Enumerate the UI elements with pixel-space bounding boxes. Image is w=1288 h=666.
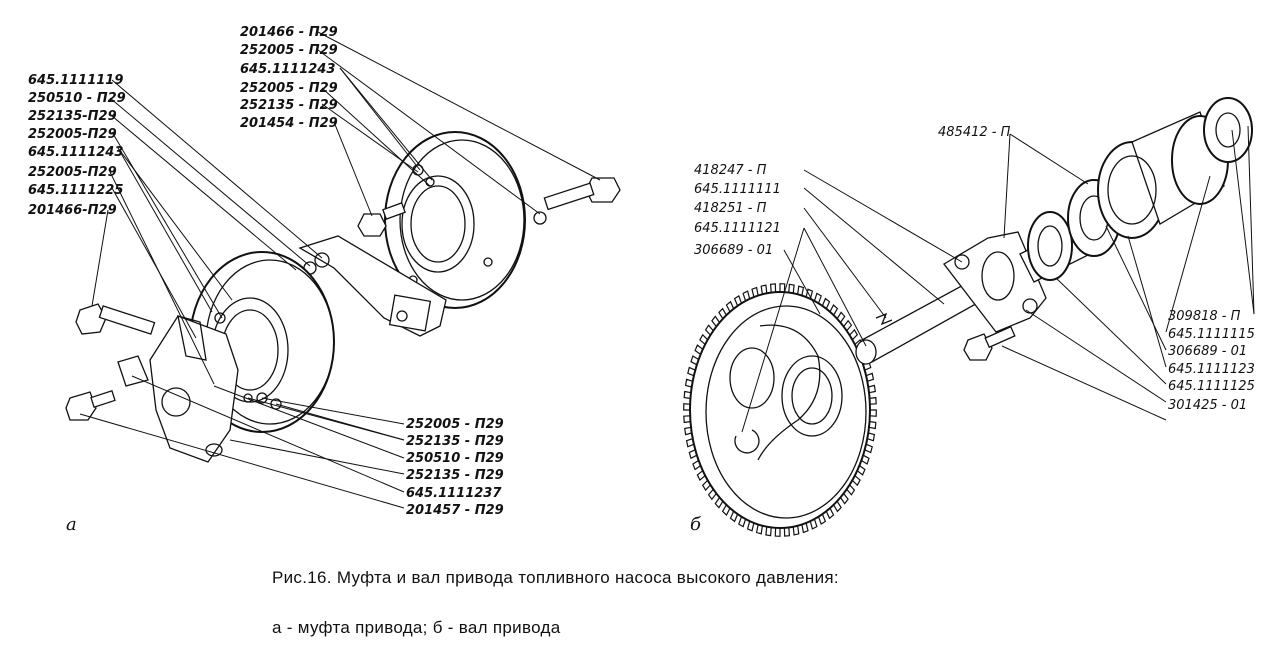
figure-caption-subtitle: а - муфта привода; б - вал привода [272,618,561,637]
gear-teeth [683,283,877,537]
callout-b-right-1: 309818 - П [1168,309,1241,324]
callout-a-left-3: 252135-П29 [28,109,117,124]
callout-a-top-4: 252005 - П29 [240,81,338,96]
callout-b-left-1: 418247 - П [694,163,767,178]
callout-b-right-6: 301425 - 01 [1168,398,1247,413]
coupling-leader-lines [79,31,601,509]
callout-a-top-5: 252135 - П29 [240,98,338,113]
shaft-leader-lines [741,125,1255,433]
shaft-callouts-left: 418247 - П 645.1111111 418251 - П 645.11… [694,163,781,258]
callout-a-bottom-6: 201457 - П29 [406,503,504,518]
coupling-drawing [65,131,621,463]
callout-a-left-7: 645.1111225 [28,183,123,198]
coupling-callouts-top: 201466 - П29 252005 - П29 645.1111243 25… [240,25,338,131]
shaft-drawing [683,97,1253,537]
callout-a-top-3: 645.1111243 [240,62,335,77]
callout-a-left-5: 645.1111243 [28,145,123,160]
callout-b-left-5: 306689 - 01 [694,243,773,258]
callout-a-top-1: 201466 - П29 [240,25,338,40]
callout-a-top-2: 252005 - П29 [240,43,338,58]
callout-a-bottom-1: 252005 - П29 [406,417,504,432]
callout-b-left-3: 418251 - П [694,201,767,216]
callout-a-bottom-4: 252135 - П29 [406,468,504,483]
callout-a-left-8: 201466-П29 [28,203,117,218]
subfigure-label-a: а [66,514,77,535]
callout-a-bottom-3: 250510 - П29 [406,451,504,466]
callout-b-right-3: 306689 - 01 [1168,344,1247,359]
callout-a-bottom-2: 252135 - П29 [406,434,504,449]
callout-b-right-5: 645.1111125 [1168,379,1255,394]
callout-b-right-4: 645.1111123 [1168,362,1255,377]
coupling-callouts-bottom: 252005 - П29 252135 - П29 250510 - П29 2… [406,417,504,518]
callout-b-left-2: 645.1111111 [694,182,781,197]
callout-a-left-6: 252005-П29 [28,165,117,180]
callout-b-left-4: 645.1111121 [694,221,781,236]
callout-a-left-1: 645.1111119 [28,73,123,88]
coupling-callouts-left: 645.1111119 250510 - П29 252135-П29 2520… [28,73,126,218]
callout-a-bottom-5: 645.1111237 [406,486,502,501]
figure-caption-title: Рис.16. Муфта и вал привода топливного н… [272,568,839,587]
callout-a-left-2: 250510 - П29 [28,91,126,106]
callout-a-left-4: 252005-П29 [28,127,117,142]
callout-b-right-2: 645.1111115 [1168,327,1255,342]
callout-b-top: 485412 - П [938,125,1011,140]
callout-a-top-6: 201454 - П29 [240,116,338,131]
shaft-callouts-right: 309818 - П 645.1111115 306689 - 01 645.1… [1168,309,1255,413]
subfigure-label-b: б [690,514,702,535]
gear-teeth-outline [683,283,877,537]
